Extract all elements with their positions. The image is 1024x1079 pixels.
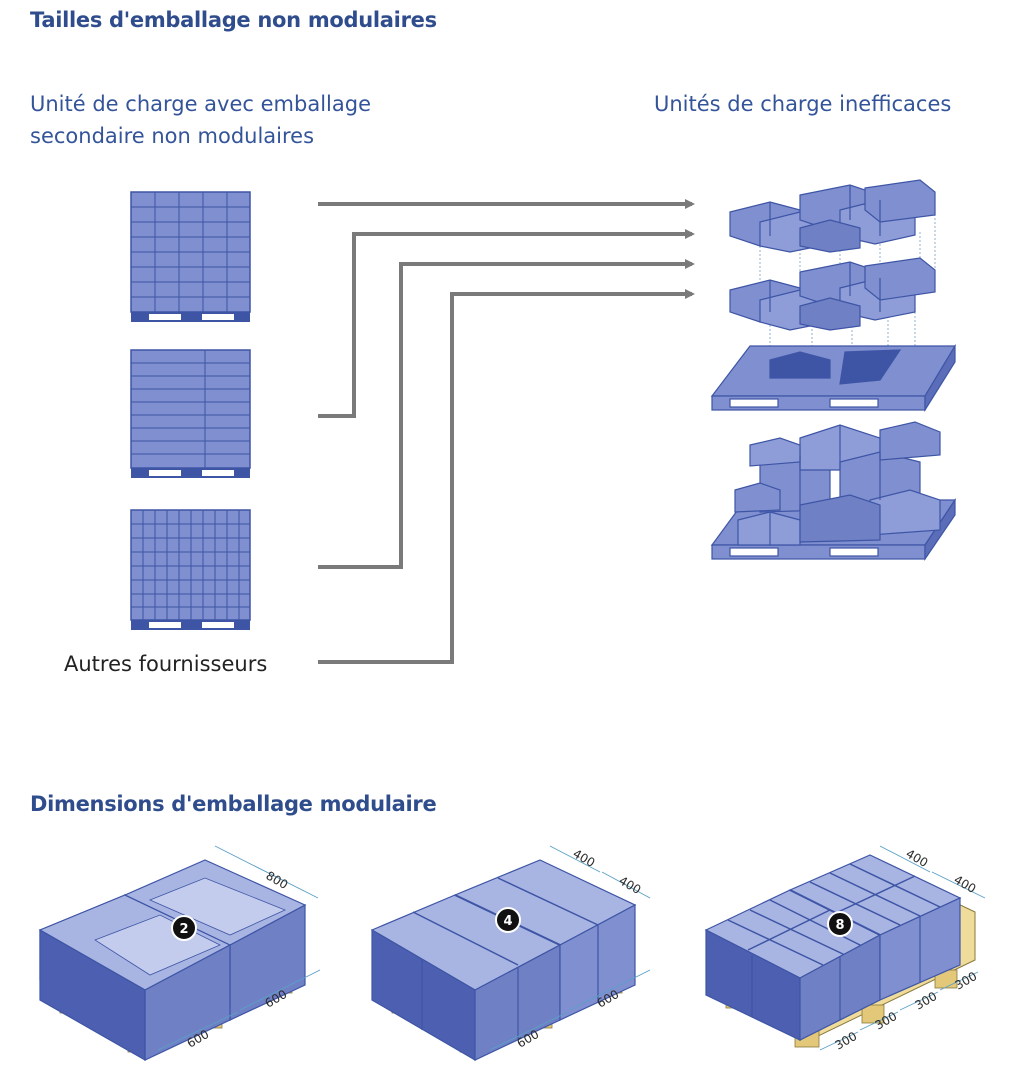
modular-pallet-8: 8 400 400 300 300 300 300 <box>704 845 986 1053</box>
flow-arrows <box>318 199 695 664</box>
dim-label: 400 <box>571 846 598 870</box>
box-layer-middle <box>729 257 936 331</box>
badge-8-text: 8 <box>835 918 844 933</box>
badge-8-circle <box>827 911 853 937</box>
dim-label: 400 <box>904 846 931 870</box>
badge-2-text: 2 <box>179 922 188 937</box>
badge-4-text: 4 <box>503 914 512 929</box>
arrow-3 <box>318 259 695 569</box>
dim-label: 300 <box>833 1029 860 1053</box>
arrow-4 <box>318 289 695 664</box>
left-label-line-2: secondaire non modulaires <box>30 124 315 148</box>
left-label: Unité de charge avec emballage secondair… <box>30 88 371 152</box>
inefficient-load-exploded <box>710 179 957 561</box>
pallet-stack-3 <box>130 509 251 630</box>
modular-pallet-2: 2 800 600 600 <box>38 845 321 1062</box>
empty-pallet <box>710 343 957 413</box>
badge-2-circle <box>171 915 197 941</box>
dim-label: 400 <box>617 873 644 897</box>
modular-section-title: Dimensions d'emballage modulaire <box>30 792 437 816</box>
messy-loaded-pallet <box>710 421 957 561</box>
box-layer-top <box>729 179 936 253</box>
non-modular-section-title: Tailles d'emballage non modulaires <box>30 8 437 32</box>
pallet-stack-1 <box>130 191 251 322</box>
left-label-line-1: Unité de charge avec emballage <box>30 92 371 116</box>
inefficient-units-label: Unités de charge inefficaces <box>654 92 952 116</box>
modular-pallet-4: 4 400 400 600 600 <box>370 845 651 1062</box>
pallet-stack-2 <box>130 349 251 478</box>
dim-label: 300 <box>913 989 940 1013</box>
other-suppliers-label: Autres fournisseurs <box>64 652 268 676</box>
badge-4-circle <box>495 907 521 933</box>
arrow-2 <box>318 229 695 418</box>
